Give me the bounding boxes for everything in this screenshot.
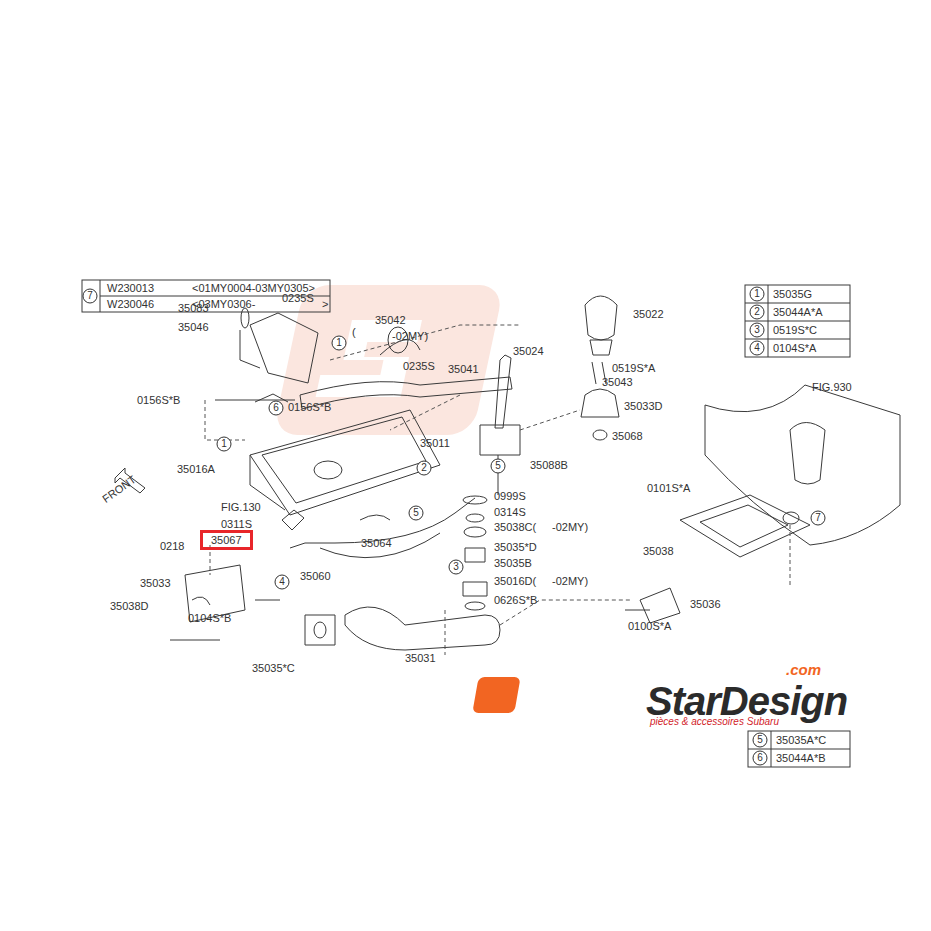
part-number: 0104S*B	[188, 612, 231, 624]
part-number: 35083	[178, 302, 209, 314]
part-number: 35060	[300, 570, 331, 582]
callout-number: 7	[87, 290, 93, 302]
part-number: 35088B	[530, 459, 568, 471]
part-number: 35038C(	[494, 521, 536, 533]
part-number: 35024	[513, 345, 544, 357]
callout-circle	[269, 401, 283, 415]
callout-circle	[750, 341, 764, 355]
part-number: 35036	[690, 598, 721, 610]
callout-number: 2	[754, 306, 760, 318]
callout-circle	[217, 437, 231, 451]
part-number: FIG.130	[221, 501, 261, 513]
callout-number: 5	[495, 460, 501, 472]
logo-text: pièces & accessoires Subaru	[650, 716, 779, 728]
part-number: 35044A*B	[776, 752, 826, 764]
part-number: 35011	[420, 437, 450, 449]
part-number: -02MY)	[552, 575, 588, 587]
line-work	[82, 280, 900, 767]
part-number: 35031	[405, 652, 436, 664]
logo-mark	[472, 677, 632, 713]
callout-number: 3	[754, 324, 760, 336]
part-number: 0311S	[221, 518, 252, 530]
callout-number: 2	[421, 462, 427, 474]
part-number: 0101S*A	[647, 482, 690, 494]
part-number: (	[352, 326, 356, 338]
direction-label: FRONT	[100, 473, 138, 505]
part-number: 35035*D	[494, 541, 537, 553]
part-number: 35016A	[177, 463, 215, 475]
part-number: 0156S*B	[137, 394, 180, 406]
part-number: 35016D(	[494, 575, 536, 587]
part-number: -02MY)	[552, 521, 588, 533]
part-number: 35033D	[624, 400, 663, 412]
callout-circle	[811, 511, 825, 525]
part-number: 35067	[211, 534, 242, 546]
part-number: 0104S*A	[773, 342, 816, 354]
callout-circle	[409, 506, 423, 520]
part-number: FIG.930	[812, 381, 852, 393]
part-number: 35035G	[773, 288, 812, 300]
callout-number: 5	[413, 507, 419, 519]
part-number: 35046	[178, 321, 209, 333]
callout-number: 1	[754, 288, 760, 300]
callout-circle	[750, 287, 764, 301]
part-number: 0235S	[282, 292, 314, 304]
callout-circle	[275, 575, 289, 589]
part-number: 35035*C	[252, 662, 295, 674]
part-number: 35035A*C	[776, 734, 826, 746]
callout-number: 3	[453, 561, 459, 573]
callout-number: 6	[273, 402, 279, 414]
callout-number: 4	[279, 576, 285, 588]
watermark-logo	[273, 285, 505, 435]
callout-number: 4	[754, 342, 760, 354]
part-number: 35041	[448, 363, 479, 375]
callout-circle	[417, 461, 431, 475]
part-number: W230046	[107, 298, 154, 310]
callout-circle	[332, 336, 346, 350]
callout-circle	[491, 459, 505, 473]
part-number: 35068	[612, 430, 643, 442]
part-number: 35022	[633, 308, 664, 320]
part-number: -02MY)	[392, 330, 428, 342]
part-number: 0519S*C	[773, 324, 817, 336]
callout-circle	[750, 323, 764, 337]
callout-circle	[753, 733, 767, 747]
part-number: 35038D	[110, 600, 149, 612]
callout-number: 6	[757, 752, 763, 764]
part-number: 35033	[140, 577, 171, 589]
part-number: 0235S	[403, 360, 435, 372]
part-number: 0218	[160, 540, 184, 552]
dashed-guides	[205, 325, 790, 655]
part-number: 35042	[375, 314, 406, 326]
part-number: 0314S	[494, 506, 526, 518]
callout-circle	[449, 560, 463, 574]
callout-circle	[83, 289, 97, 303]
callout-number: 1	[221, 438, 227, 450]
part-number: 35043	[602, 376, 633, 388]
logo-text: .com	[786, 662, 821, 678]
part-number: 0100S*A	[628, 620, 671, 632]
part-number: 35035B	[494, 557, 532, 569]
part-number: W230013	[107, 282, 154, 294]
part-number: 0519S*A	[612, 362, 655, 374]
part-number: 0626S*B	[494, 594, 537, 606]
part-number: 0156S*B	[288, 401, 331, 413]
part-number: 35044A*A	[773, 306, 823, 318]
callout-number: 1	[336, 337, 342, 349]
part-number: >	[322, 298, 328, 310]
part-number: 0999S	[494, 490, 526, 502]
callout-circle	[753, 751, 767, 765]
logo-text: StarDesign	[646, 680, 847, 722]
callout-circle	[750, 305, 764, 319]
part-number: 35064	[361, 537, 392, 549]
callout-number: 5	[757, 734, 763, 746]
callout-number: 7	[815, 512, 821, 524]
highlight-box: 35067	[200, 530, 253, 550]
part-number: 35038	[643, 545, 674, 557]
